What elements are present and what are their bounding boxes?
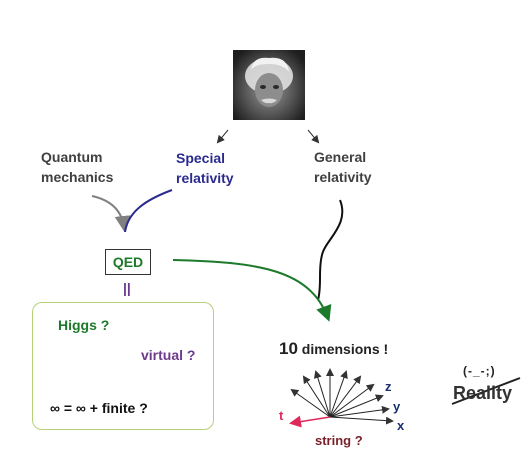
dimensions-number: 10 — [279, 339, 298, 358]
sad-face-emoticon: (-_-;) — [463, 364, 496, 378]
line-general-wiggle — [317, 199, 344, 301]
infinity-formula: ∞ = ∞ + finite ? — [50, 400, 148, 416]
qed-label: QED — [112, 254, 144, 270]
arrow-to-special — [216, 129, 229, 144]
axis-label-x: x — [397, 418, 405, 433]
quantum-line-1: Quantum — [41, 149, 103, 165]
reality-label: Reality — [453, 383, 513, 403]
quantum-mechanics-label: Quantum mechanics — [41, 147, 113, 187]
virtual-label: virtual ? — [141, 347, 196, 363]
axis-label-t: t — [279, 408, 284, 423]
general-line-2: relativity — [314, 169, 372, 185]
reality-strike — [451, 377, 521, 405]
dimensions-text: dimensions ! — [297, 341, 389, 357]
arrow-quantum-to-qed — [91, 195, 131, 232]
qed-problems-panel — [32, 302, 214, 430]
special-line-1: Special — [176, 150, 226, 166]
axis-label-z: z — [385, 379, 392, 394]
arrow-to-general — [307, 129, 320, 144]
dimensions-heading: 10 dimensions ! — [279, 339, 388, 359]
portrait-sketch — [245, 57, 293, 107]
special-line-2: relativity — [176, 170, 234, 186]
arrow-qed-to-dimensions — [172, 259, 332, 322]
quantum-line-2: mechanics — [41, 169, 114, 185]
qed-node: QED — [105, 249, 151, 275]
line-special-to-qed — [124, 189, 173, 233]
equivalence-mark: || — [123, 280, 131, 296]
einstein-portrait — [233, 50, 305, 120]
dimension-fan — [290, 368, 394, 425]
axis-label-y: y — [393, 399, 401, 414]
t-axis-arrow — [289, 415, 331, 428]
higgs-label: Higgs ? — [58, 317, 110, 333]
general-line-1: General — [314, 149, 367, 165]
general-relativity-label: General relativity — [314, 147, 372, 187]
string-label: string ? — [315, 433, 363, 448]
special-relativity-label: Special relativity — [176, 148, 234, 188]
